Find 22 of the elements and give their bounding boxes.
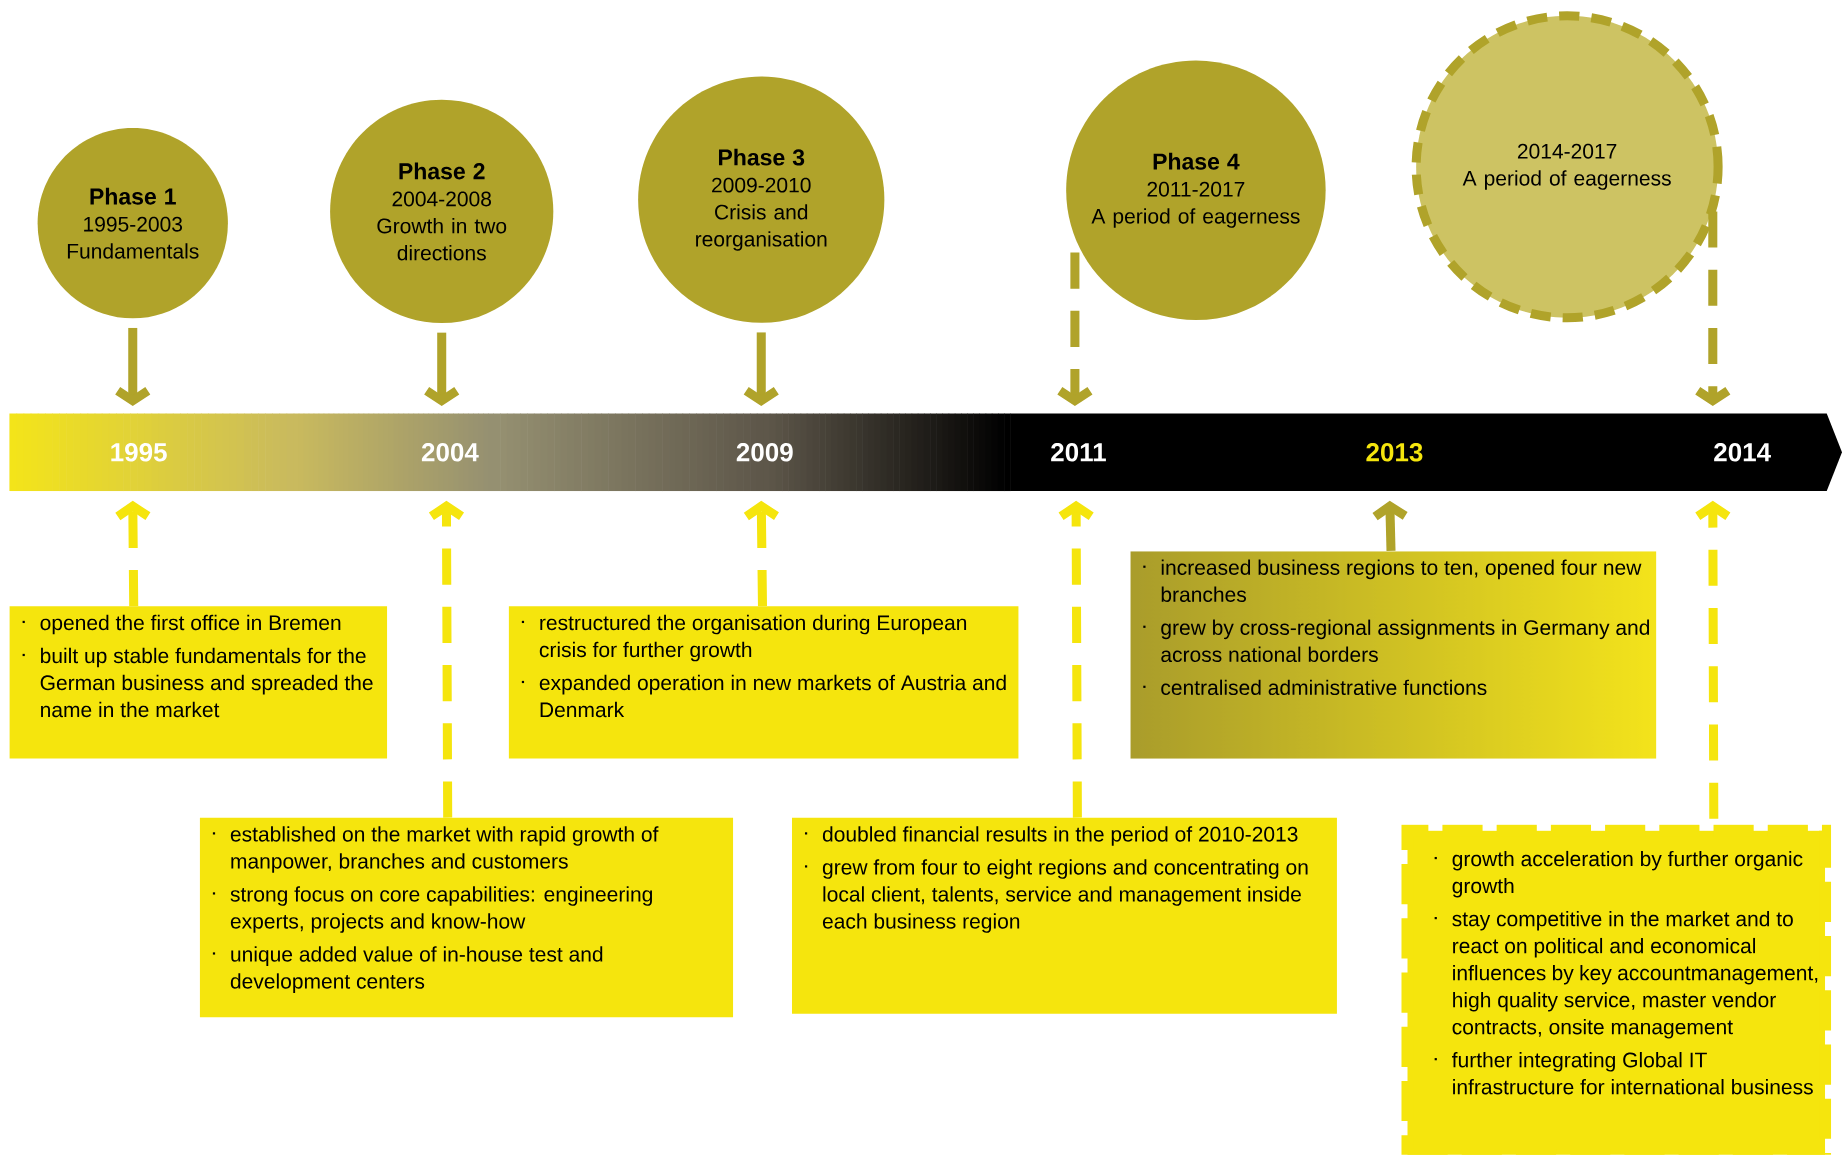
year-label: 1995 bbox=[111, 443, 167, 462]
note-box: increased business regions to ten, opened four new branches grew by cross-regional assignments in Germany and across national borders centralised administrative functions bbox=[1143, 559, 1650, 696]
arrow bbox=[424, 332, 460, 407]
year-label: 2014 bbox=[1714, 443, 1771, 462]
year-label: 2004 bbox=[421, 443, 479, 462]
arrow bbox=[115, 500, 151, 607]
arrow bbox=[743, 500, 779, 607]
note-box: opened the first office in Bremen built up stable fundamentals for the German business and spreaded the name in the market bbox=[9, 606, 388, 759]
note-box: restructured the organisation during European crisis for further growth expanded operation in new markets of Austria and Denmark bbox=[508, 606, 1019, 759]
arrow bbox=[1058, 500, 1094, 818]
year-label: 2013 bbox=[1366, 443, 1423, 462]
arrow bbox=[1695, 211, 1731, 407]
note-box: established on the market with rapid growth of manpower, branches and customers strong focus on core capabilities: engineering experts, projects and know-how unique added value of in-house test and development centers bbox=[199, 817, 734, 1018]
year-label: 2011 bbox=[1051, 443, 1106, 462]
note-box: growth acceleration by further organic growth stay competitive in the market and to react on political and economical influences by key accountmanagement, high quality service, master vendor contracts, onsite management further integrating Global IT infrastructure for international business bbox=[1401, 824, 1832, 1155]
note-box: doubled financial results in the period of 2010-2013 grew from four to eight regions and concentrating on local client, talents, service and management inside each business region bbox=[792, 817, 1337, 1014]
arrow bbox=[1057, 252, 1093, 407]
arrow bbox=[115, 328, 151, 407]
arrow bbox=[428, 500, 465, 818]
arrow bbox=[1695, 500, 1731, 819]
arrow bbox=[743, 332, 779, 407]
year-label: 2009 bbox=[736, 443, 793, 462]
